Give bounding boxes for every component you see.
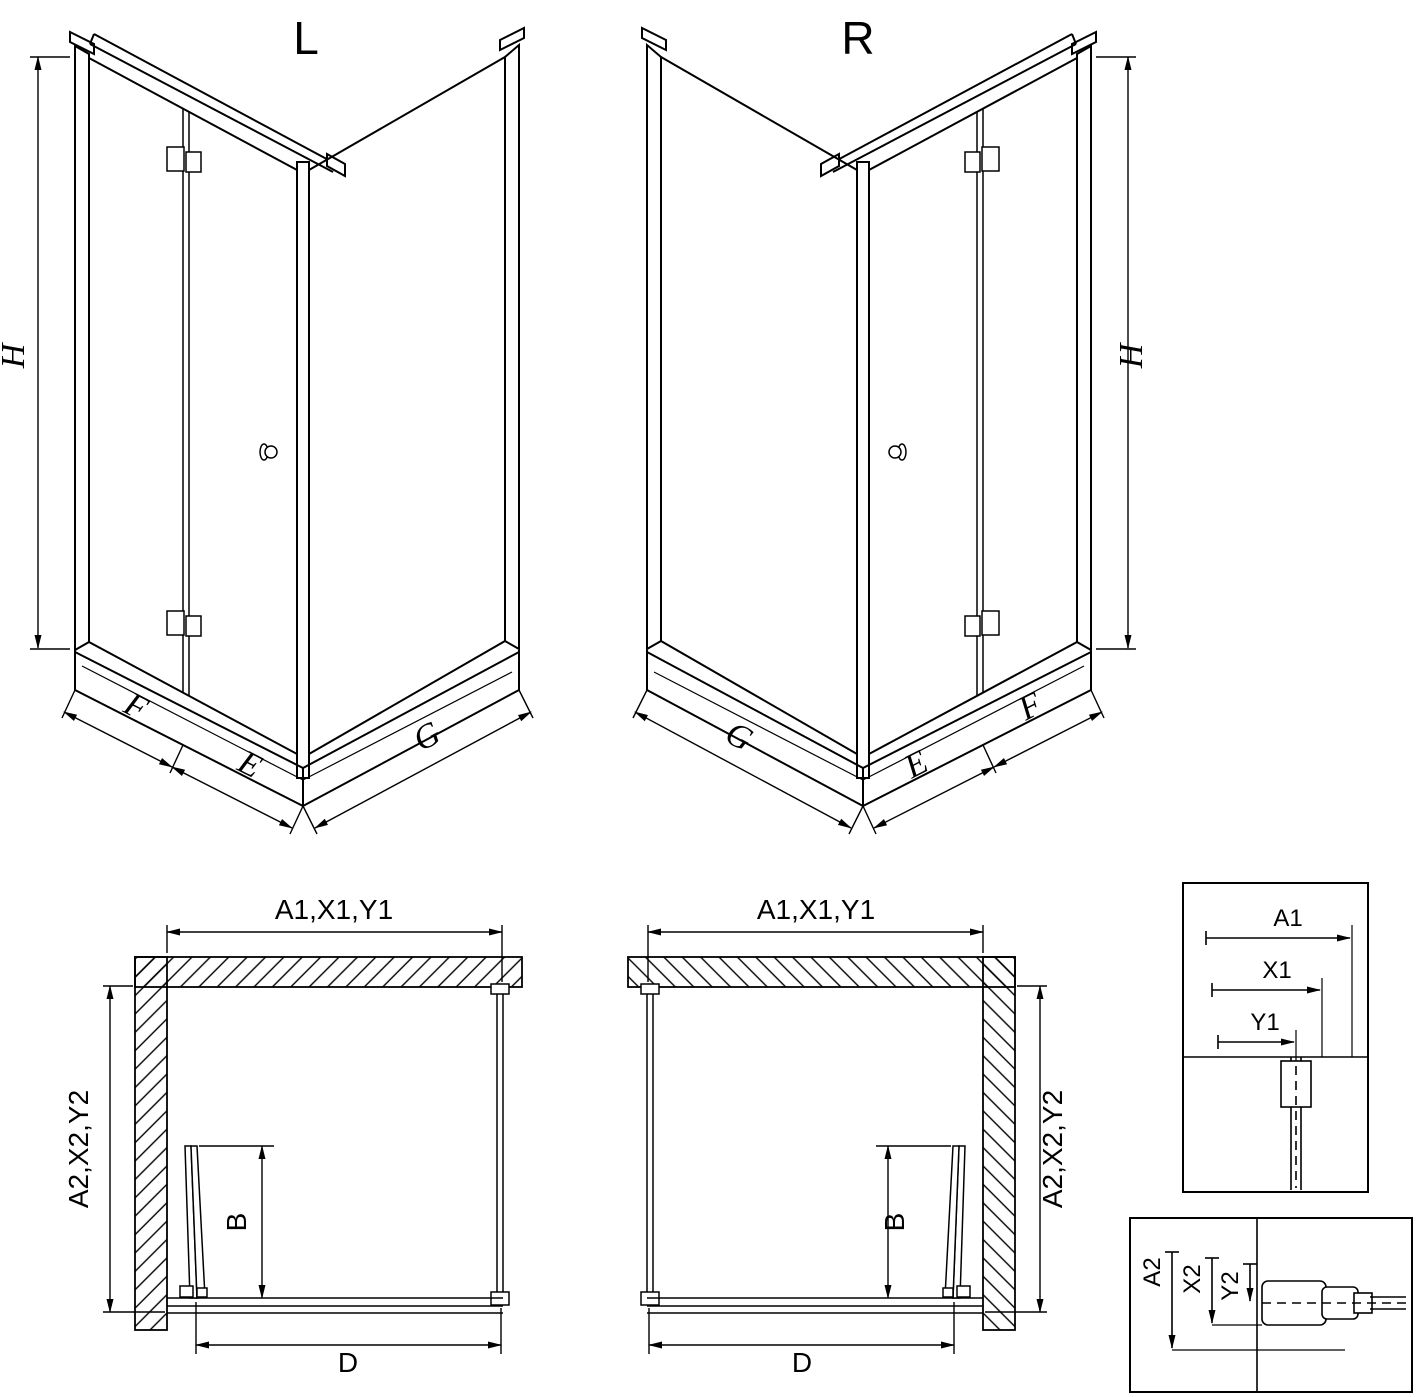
detail-x2-label: X2 [1179,1264,1206,1293]
plan-left-top-dim-label: A1,X1,Y1 [275,894,393,925]
right-wall-profile [499,26,525,651]
door-pivot-hardware [196,1287,208,1298]
hinge-bottom [166,610,202,637]
profile-threshold-horizontal [1258,1280,1406,1351]
dim-label-h-left: H [0,341,32,369]
dimension-f-e [61,689,304,835]
detail-a2-label: A2 [1139,1257,1166,1286]
plan-left-d-label: D [338,1347,358,1378]
dim-label-e-right: E [898,743,934,786]
dimension-d [195,1302,502,1354]
detail-dim-a1 [1205,931,1351,945]
detail-dim-a2 [1165,1251,1179,1349]
detail-horizontal-section [1182,882,1369,1193]
dim-label-h-right: H [1113,341,1150,369]
iso-view-right-structure [633,28,1136,834]
dimension-a1x1y1 [166,925,503,982]
dimension-h [30,56,70,650]
detail-dim-y2 [1243,1263,1257,1302]
dim-label-g-left: G [408,715,447,759]
detail-dim-x1 [1211,983,1321,997]
wall-top-hatched [134,956,523,988]
plan-right-top-dim-label: A1,X1,Y1 [757,894,875,925]
hinge-top [166,146,202,173]
dimension-a2x2y2 [103,985,165,1313]
plan-right-d-label: D [792,1347,812,1378]
profile-glass-vertical [1280,1057,1312,1190]
plan-left-side-dim-label: A2,X2,Y2 [63,1090,94,1208]
detail-y2-label: Y2 [1217,1271,1244,1300]
detail-dim-y1 [1217,1035,1295,1049]
iso-right-label: R [841,12,874,64]
dim-label-e-left: E [231,743,267,786]
folded-door-plan [179,1145,208,1299]
side-glass-plan [490,983,510,1306]
dim-label-f-left: F [117,685,154,728]
detail-y1-label: Y1 [1250,1009,1279,1036]
iso-left-label: L [293,12,319,64]
tray-front-edge [167,1297,503,1314]
dimension-b [199,1145,274,1299]
detail-a1-label: A1 [1273,905,1302,932]
detail-vertical-section [1129,1217,1413,1393]
plan-right-side-dim-label: A2,X2,Y2 [1037,1090,1068,1208]
dim-label-f-right: F [1012,685,1049,728]
plan-view-left-structure [103,925,523,1354]
plan-left-b-label: B [221,1213,252,1232]
detail-dim-x2 [1205,1257,1219,1324]
detail-box-border [1129,1217,1413,1393]
plan-view-right-structure [628,925,1047,1354]
door-handle-knob [259,443,278,461]
dim-label-g-right: G [719,715,758,759]
detail-x1-label: X1 [1262,957,1291,984]
corner-post [296,161,310,779]
door-pivot-hardware [179,1285,194,1298]
detail-box-border [1182,882,1369,1193]
fold-hinge-line [182,109,190,696]
left-wall-profile [69,30,95,652]
wall-side-hatched [134,956,168,1331]
plan-right-b-label: B [879,1213,910,1232]
iso-view-left-structure [30,26,534,835]
top-support-bar [89,33,346,178]
dimension-g [302,689,534,835]
